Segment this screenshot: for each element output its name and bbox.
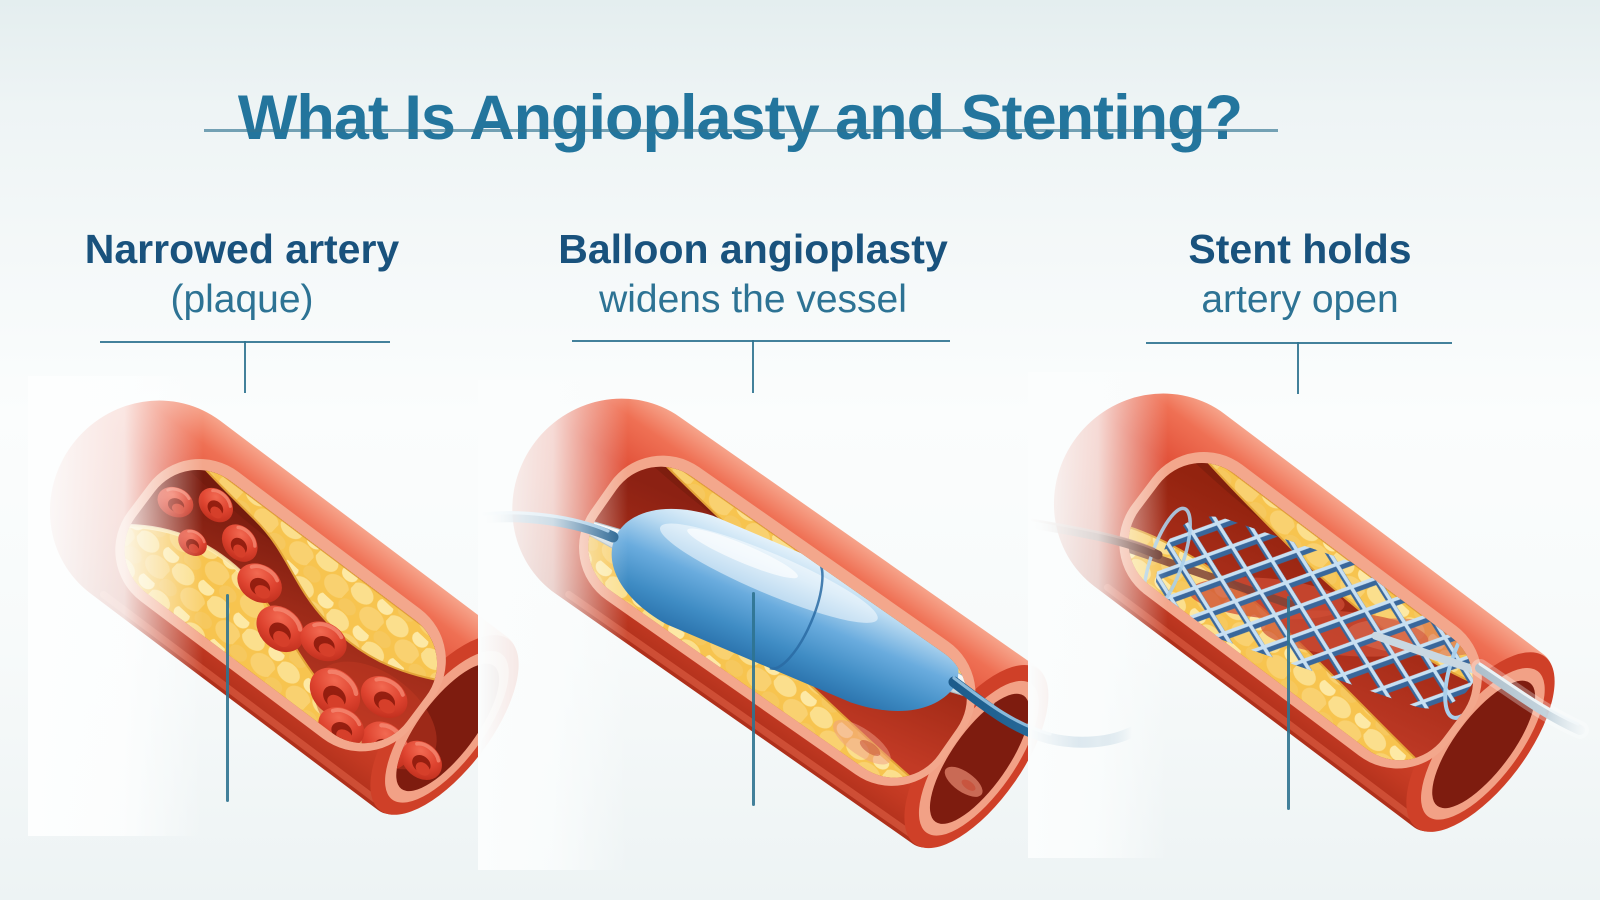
label-line2: artery open (1201, 278, 1399, 321)
stent-pointer-line (1287, 596, 1290, 810)
label-bracket-tick (244, 341, 246, 393)
label-bracket-tick (1297, 342, 1299, 394)
label-line2: (plaque) (170, 278, 314, 321)
balloon-seam (769, 558, 824, 670)
title-underline (204, 129, 1278, 132)
stent-illustration (1028, 372, 1589, 858)
label-bracket (1146, 342, 1452, 344)
label-line1: Stent holds (1188, 226, 1412, 272)
label-bracket (572, 340, 950, 342)
balloon-pointer-line (752, 592, 755, 806)
balloon-angioplasty-illustration (478, 380, 1138, 870)
artery-cutaway (1054, 393, 1555, 832)
page-title: What Is Angioplasty and Stenting? (237, 83, 1243, 154)
label-bracket-tick (752, 340, 754, 393)
plaque-top (183, 448, 464, 683)
panel-label: Narrowed artery (plaque) (62, 224, 422, 325)
label-line2: widens the vessel (599, 278, 907, 321)
panel-label: Balloon angioplasty widens the vessel (553, 224, 953, 325)
label-line1: Balloon angioplasty (558, 226, 948, 272)
stent-mesh (1142, 502, 1498, 722)
label-line1: Narrowed artery (84, 226, 400, 272)
narrowed-artery-illustration (28, 376, 519, 836)
panel-label: Stent holds artery open (1130, 224, 1470, 325)
plaque-pointer-line (226, 594, 229, 802)
artery-cutaway (512, 398, 1049, 849)
